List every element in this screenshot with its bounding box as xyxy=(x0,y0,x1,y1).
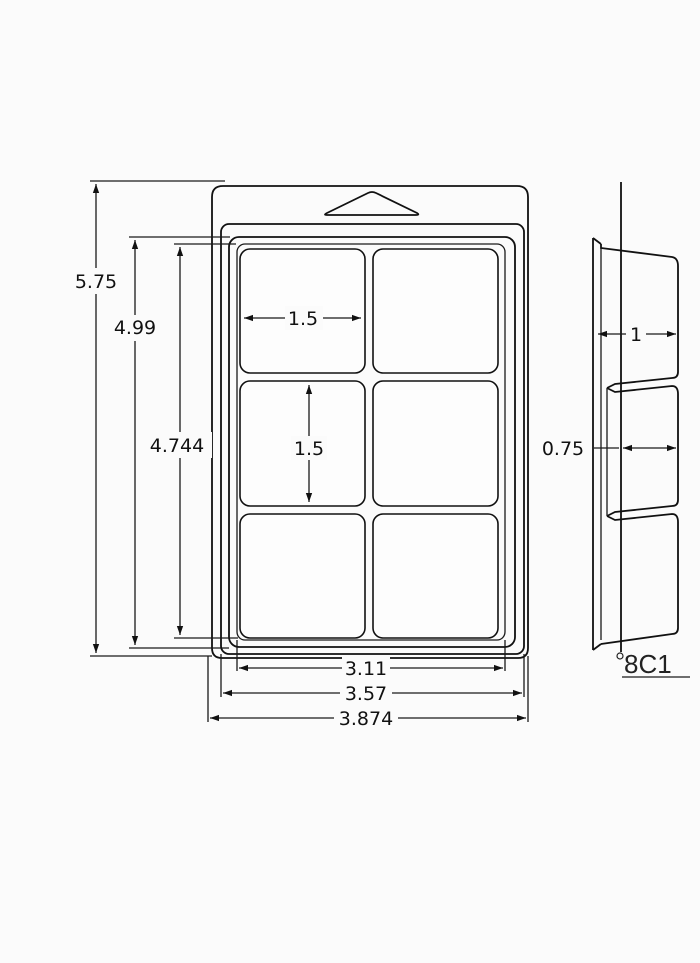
flange-outline xyxy=(220,223,525,655)
part-code: 8C1 xyxy=(624,649,672,679)
vertical-dimensions: 5.75 4.99 4.744 1.5 xyxy=(68,180,327,657)
dim-flange-height: 4.99 xyxy=(114,317,156,339)
dim-side-depth: 1 xyxy=(630,324,642,346)
side-cavity-bottom xyxy=(600,513,679,645)
horizontal-dimensions: 1.5 3.11 3.57 3.874 xyxy=(207,306,529,730)
cavity xyxy=(239,513,366,639)
dim-overall-height: 5.75 xyxy=(75,271,117,293)
dim-side-lower-depth: 0.75 xyxy=(542,438,584,460)
tray-outline xyxy=(228,236,516,648)
dim-cavity-area-height: 4.744 xyxy=(150,435,204,457)
cavity xyxy=(372,380,499,507)
side-cavity-mid xyxy=(606,385,679,517)
dim-cavity-width: 1.5 xyxy=(288,308,318,330)
dim-flange-width: 3.57 xyxy=(345,683,387,705)
front-view xyxy=(211,185,529,659)
cavity-area xyxy=(236,243,506,641)
side-cavity-top xyxy=(600,244,679,389)
dim-overall-width: 3.874 xyxy=(339,708,393,730)
cavity xyxy=(372,513,499,639)
cavity xyxy=(372,248,499,374)
hang-hole xyxy=(324,191,420,216)
dim-cavity-height: 1.5 xyxy=(294,438,324,460)
dim-cavity-span-width: 3.11 xyxy=(345,658,387,680)
side-view: 1 0.75 8C1 xyxy=(542,182,690,679)
